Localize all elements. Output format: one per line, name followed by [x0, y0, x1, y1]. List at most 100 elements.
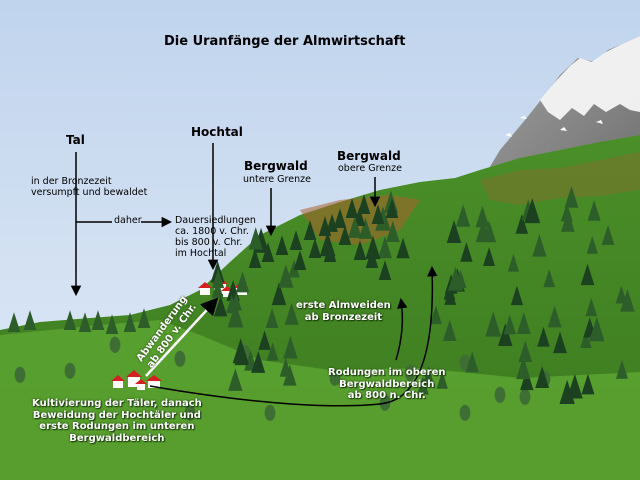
- conifer-tree: [564, 185, 579, 208]
- conifer-tree: [78, 312, 92, 332]
- conifer-tree: [580, 330, 592, 349]
- bergwald-unten-sub: untere Grenze: [243, 174, 311, 185]
- conifer-tree: [455, 204, 471, 227]
- conifer-tree: [137, 308, 151, 328]
- conifer-tree: [507, 253, 520, 272]
- valley-village: [111, 370, 162, 390]
- conifer-tree: [475, 219, 491, 243]
- bergwald-unten-label: Bergwald: [244, 159, 308, 173]
- conifer-tree: [615, 359, 628, 379]
- deciduous-tree: [184, 404, 196, 421]
- deciduous-tree: [14, 366, 26, 383]
- conifer-tree: [535, 366, 550, 388]
- conifer-tree: [444, 286, 457, 305]
- conifer-tree: [586, 235, 598, 254]
- conifer-tree: [543, 268, 556, 288]
- conifer-tree: [123, 312, 137, 332]
- conifer-tree: [23, 310, 37, 330]
- conifer-tree: [485, 311, 502, 337]
- conifer-tree: [333, 208, 347, 228]
- conifer-tree: [283, 336, 298, 359]
- conifer-tree: [442, 319, 457, 342]
- conifer-tree: [537, 326, 550, 347]
- conifer-tree: [293, 250, 307, 270]
- conifer-tree: [365, 235, 381, 260]
- conifer-tree: [560, 202, 573, 222]
- conifer-tree: [248, 227, 263, 250]
- deciduous-tree: [109, 336, 121, 353]
- conifer-tree: [520, 369, 534, 391]
- conifer-tree: [585, 298, 598, 317]
- deciduous-tree: [264, 404, 276, 421]
- conifer-tree: [211, 279, 224, 298]
- conifer-tree: [460, 242, 473, 262]
- deciduous-tree: [174, 350, 186, 367]
- conifer-tree: [446, 220, 462, 244]
- conifer-tree: [227, 302, 244, 328]
- conifer-tree: [378, 260, 392, 280]
- rodungen-arrow: [149, 265, 438, 407]
- conifer-tree: [266, 342, 279, 361]
- conifer-tree: [475, 205, 490, 228]
- deciduous-tree: [459, 404, 471, 421]
- conifer-tree: [515, 214, 529, 234]
- conifer-tree: [503, 314, 517, 335]
- conifer-tree: [303, 220, 317, 240]
- conifer-tree: [465, 351, 479, 373]
- conifer-tree: [358, 217, 373, 239]
- conifer-tree: [228, 368, 243, 391]
- conifer-tree: [338, 225, 352, 245]
- conifer-tree: [278, 264, 294, 288]
- conifer-tree: [454, 269, 467, 289]
- forest: [7, 185, 635, 421]
- conifer-tree: [386, 220, 400, 243]
- conifer-tree: [232, 338, 249, 364]
- deciduous-tree: [519, 388, 531, 405]
- conifer-tree: [345, 198, 359, 218]
- conifer-tree: [248, 248, 262, 268]
- conifer-tree: [265, 307, 279, 329]
- annotation-arrows: [70, 143, 438, 407]
- daher-label: daher: [114, 215, 142, 226]
- conifer-tree: [436, 371, 448, 389]
- conifer-tree: [318, 216, 332, 236]
- conifer-tree: [510, 285, 524, 306]
- deciduous-tree: [329, 369, 341, 386]
- conifer-tree: [601, 225, 615, 245]
- conifer-tree: [308, 238, 322, 258]
- conifer-tree: [235, 271, 250, 293]
- conifer-tree: [483, 247, 496, 266]
- conifer-tree: [91, 310, 105, 330]
- conifer-tree: [430, 305, 442, 325]
- diagram-title: Die Uranfänge der Almwirtschaft: [164, 34, 406, 49]
- conifer-tree: [357, 194, 371, 214]
- conifer-tree: [251, 350, 266, 373]
- conifer-tree: [580, 263, 595, 286]
- almweiden-label: erste Almweiden ab Bronzezeit: [296, 300, 391, 323]
- conifer-tree: [524, 198, 541, 224]
- conifer-tree: [547, 305, 562, 328]
- bergwald-oben-sub: obere Grenze: [338, 163, 403, 174]
- rodungen-label: Rodungen im oberen Bergwaldbereich ab 80…: [328, 367, 446, 401]
- conifer-tree: [275, 235, 289, 255]
- conifer-tree: [587, 199, 601, 221]
- conifer-tree: [348, 216, 362, 238]
- mountain-snow: [540, 36, 640, 120]
- conifer-tree: [289, 230, 303, 250]
- bergwald-oben-label: Bergwald: [337, 149, 401, 163]
- conifer-tree: [516, 356, 531, 380]
- conifer-tree: [396, 237, 410, 259]
- conifer-tree: [7, 312, 21, 332]
- conifer-tree: [371, 204, 385, 224]
- conifer-tree: [518, 340, 533, 362]
- deciduous-tree: [64, 362, 76, 379]
- deciduous-tree: [494, 386, 506, 403]
- autumn-forest-patch-2: [480, 152, 640, 205]
- conifer-tree: [63, 310, 77, 330]
- conifer-tree: [421, 365, 436, 388]
- hochtal-label: Hochtal: [191, 125, 243, 139]
- conifer-tree: [365, 248, 379, 268]
- conifer-tree: [225, 294, 238, 314]
- tal-note: in der Bronzezeit versumpft und bewaldet: [31, 176, 148, 198]
